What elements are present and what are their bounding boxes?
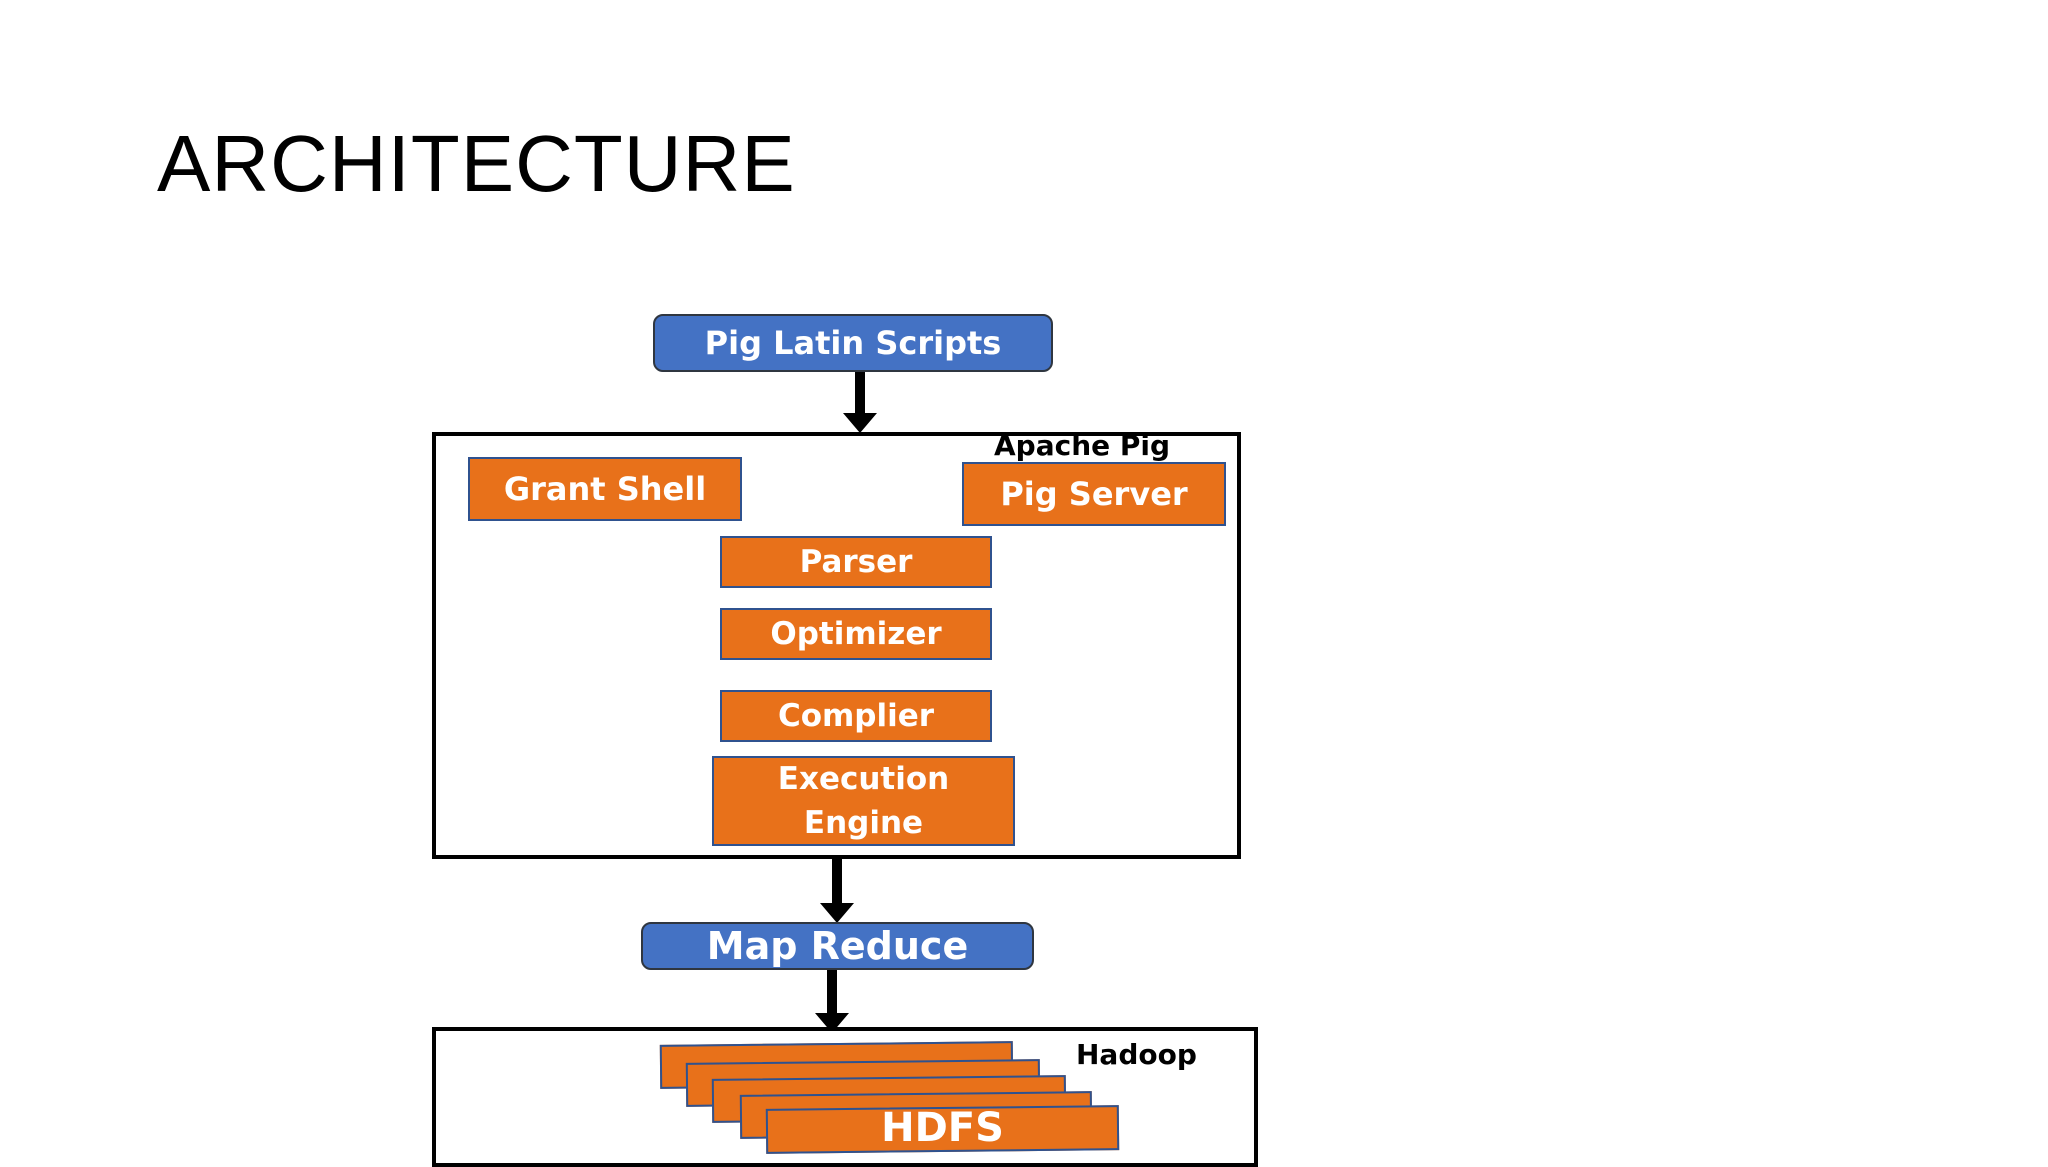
map-reduce-box: Map Reduce — [641, 922, 1034, 970]
optimizer-label: Optimizer — [770, 616, 942, 652]
arrow-scripts-to-pig — [840, 372, 880, 433]
complier-label: Complier — [777, 698, 935, 734]
execution-engine-box: Execution Engine — [712, 756, 1015, 846]
hadoop-label: Hadoop — [1076, 1038, 1197, 1071]
parser-box: Parser — [720, 536, 992, 588]
grant-shell-label: Grant Shell — [503, 470, 707, 508]
execution-engine-label-line1: Execution — [777, 761, 950, 797]
execution-engine-label-line2: Engine — [803, 805, 924, 841]
pig-latin-scripts-label: Pig Latin Scripts — [704, 324, 1002, 362]
complier-box: Complier — [720, 690, 992, 742]
slide-title: ARCHITECTURE — [157, 119, 796, 208]
apache-pig-label: Apache Pig — [994, 429, 1171, 462]
optimizer-box: Optimizer — [720, 608, 992, 660]
arrow-pig-to-mapreduce — [817, 859, 857, 923]
map-reduce-label: Map Reduce — [706, 924, 969, 968]
pig-latin-scripts-box: Pig Latin Scripts — [653, 314, 1053, 372]
grant-shell-box: Grant Shell — [468, 457, 742, 521]
pig-server-label: Pig Server — [1000, 475, 1188, 513]
arrow-mapreduce-to-hadoop — [812, 970, 852, 1033]
hdfs-label: HDFS — [881, 1105, 1004, 1151]
pig-server-box: Pig Server — [962, 462, 1226, 526]
parser-label: Parser — [799, 544, 913, 580]
